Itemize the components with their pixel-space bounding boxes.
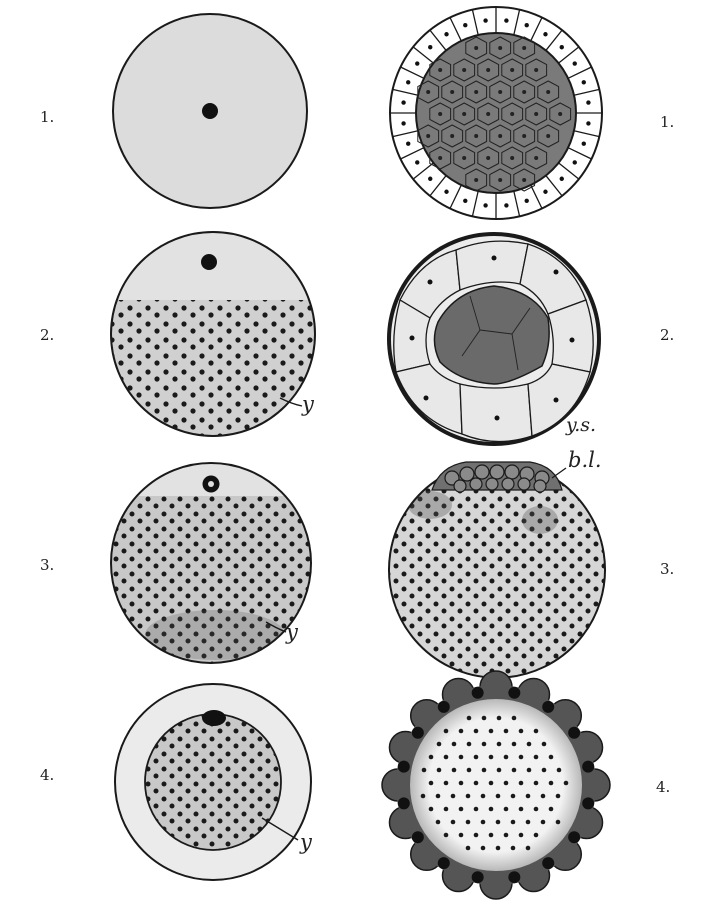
row-1-left-number: 1. bbox=[40, 108, 54, 126]
nucleus-4 bbox=[202, 710, 226, 726]
egg-with-blastoderm bbox=[386, 462, 611, 680]
nucleus-1 bbox=[202, 103, 218, 119]
blastoderm-cap bbox=[432, 462, 562, 492]
row-1-right-number: 1. bbox=[660, 113, 674, 131]
label-blastoderm: b.l. bbox=[568, 448, 602, 472]
blastula-2 bbox=[389, 234, 599, 444]
row-4-left-number: 4. bbox=[40, 766, 54, 784]
row-2-right-number: 2. bbox=[660, 326, 674, 344]
nucleus-2 bbox=[201, 254, 217, 270]
row-3-right-number: 3. bbox=[660, 560, 674, 578]
label-yolk-sac: y.s. bbox=[566, 414, 596, 436]
blastoderm-leader bbox=[552, 468, 566, 478]
label-yolk-2: y bbox=[302, 392, 314, 416]
row-3-left-number: 3. bbox=[40, 556, 54, 574]
egg-superficial-cleavage bbox=[382, 671, 610, 899]
egg-1-uncleaved bbox=[113, 14, 307, 208]
label-yolk-3: y bbox=[286, 620, 298, 644]
egg-4-centrolecithal bbox=[115, 684, 311, 880]
egg-2-telolecithal bbox=[100, 232, 330, 440]
egg-3-telolecithal bbox=[100, 463, 330, 676]
blastula-1 bbox=[390, 7, 602, 219]
row-2-left-number: 2. bbox=[40, 326, 54, 344]
label-yolk-4: y bbox=[300, 830, 312, 854]
row-4-right-number: 4. bbox=[656, 778, 670, 796]
